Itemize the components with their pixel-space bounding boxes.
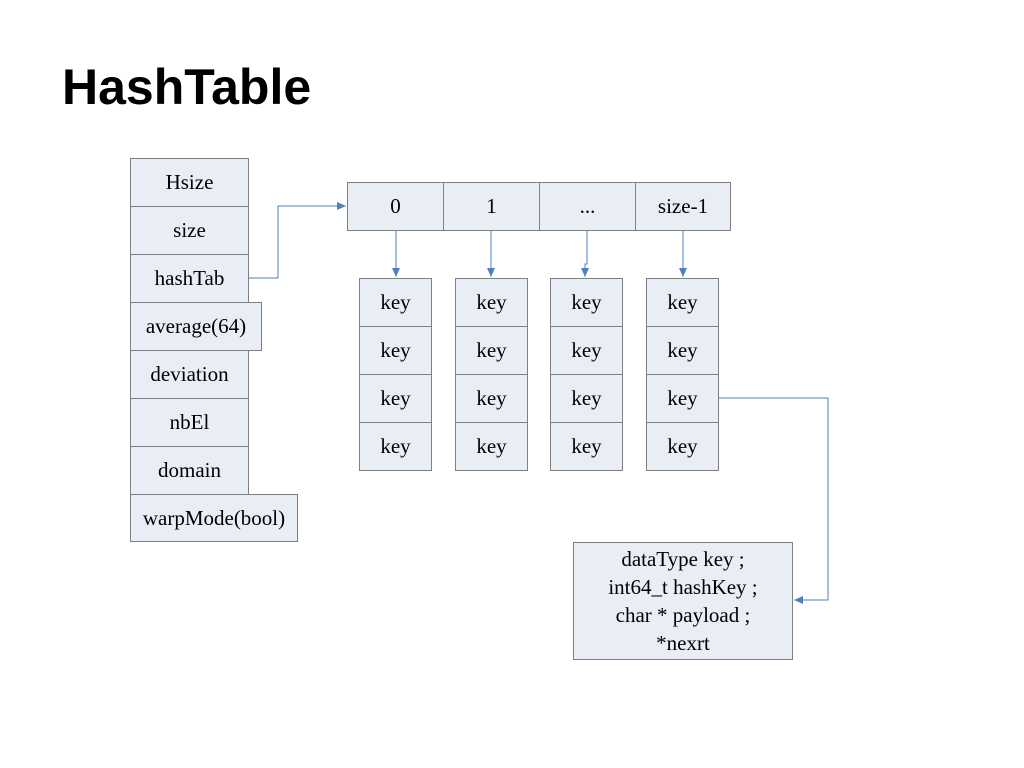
bucket-key: key — [455, 422, 528, 471]
struct-field-hashtab: hashTab — [130, 254, 249, 303]
bucket-key: key — [359, 278, 432, 327]
bucket-key: key — [646, 278, 719, 327]
bucket-key: key — [646, 326, 719, 375]
bucket-index-ellipsis: ... — [539, 182, 636, 231]
hashtab-pointer-arrow — [249, 202, 346, 279]
struct-field-deviation: deviation — [130, 350, 249, 399]
bucket-key: key — [550, 374, 623, 423]
struct-field-domain: domain — [130, 446, 249, 495]
node-line-next: *nexrt — [656, 631, 710, 655]
bucket-index-0: 0 — [347, 182, 444, 231]
bucket-key: key — [646, 422, 719, 471]
bucket-index-last: size-1 — [635, 182, 731, 231]
bucket-key: key — [550, 422, 623, 471]
struct-field-size: size — [130, 206, 249, 255]
bucket-key: key — [550, 326, 623, 375]
bucket-key: key — [359, 326, 432, 375]
bucket-key: key — [646, 374, 719, 423]
node-line-hashkey: int64_t hashKey ; — [608, 575, 758, 599]
node-line-key: dataType key ; — [621, 547, 745, 571]
node-line-payload: char * payload ; — [615, 603, 751, 627]
bucket-key: key — [455, 326, 528, 375]
bucket-key: key — [455, 278, 528, 327]
struct-field-average: average(64) — [130, 302, 262, 351]
bucket-key: key — [550, 278, 623, 327]
node-struct-box: dataType key ; int64_t hashKey ; char * … — [573, 542, 793, 660]
bucket-key: key — [359, 374, 432, 423]
bucket-ellipsis-arrow — [581, 231, 589, 277]
struct-field-nbel: nbEl — [130, 398, 249, 447]
bucket-key: key — [455, 374, 528, 423]
slide-title: HashTable — [62, 59, 312, 115]
struct-field-warpmode: warpMode(bool) — [130, 494, 298, 542]
struct-field-hsize: Hsize — [130, 158, 249, 207]
bucket-key: key — [359, 422, 432, 471]
bucket-index-1: 1 — [443, 182, 540, 231]
